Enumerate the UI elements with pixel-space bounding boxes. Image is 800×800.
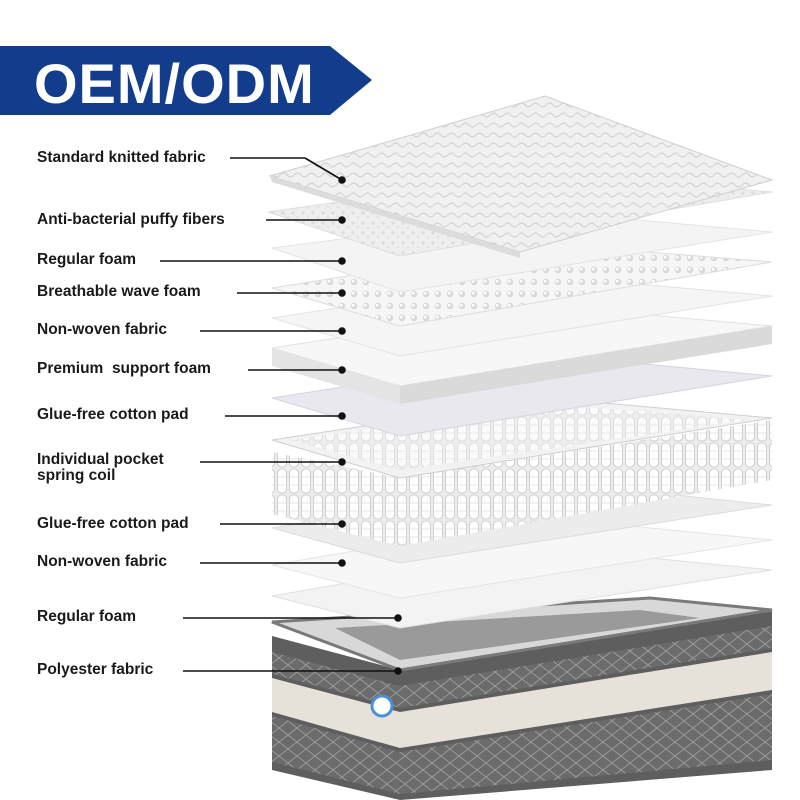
label-polyester-fabric: Polyester fabric — [37, 661, 154, 678]
label-glue-free-cotton-pad-bottom: Glue-free cotton pad — [37, 515, 189, 532]
leader-dot-polyester-fabric — [394, 667, 402, 675]
leader-dot-non-woven-bottom — [338, 559, 346, 567]
leader-dot-wave-foam — [338, 289, 346, 297]
label-regular-foam-bottom: Regular foam — [37, 608, 137, 625]
leader-dot-puffy-fibers — [338, 216, 346, 224]
banner-background — [0, 46, 372, 115]
label-standard-knitted-fabric: Standard knitted fabric — [37, 149, 206, 166]
layer-premium-support-foam — [271, 305, 773, 404]
leader-dot-regular-foam-bottom — [394, 614, 402, 622]
leader-dot-cotton-pad-top — [338, 412, 346, 420]
leader-line-knitted-fabric-diag — [304, 157, 343, 181]
label-glue-free-cotton-pad-top: Glue-free cotton pad — [37, 406, 189, 423]
mattress-base — [271, 596, 773, 800]
leader-dot-knitted-fabric — [338, 176, 346, 184]
layer-pocket-spring-coil — [271, 397, 773, 546]
leader-dot-support-foam — [338, 366, 346, 374]
label-spring-coil-line-2: spring coil — [37, 467, 116, 484]
leader-dot-spring-coil — [338, 458, 346, 466]
leader-dot-non-woven-top — [338, 327, 346, 335]
oem-odm-banner — [0, 46, 372, 115]
layer-standard-knitted-fabric — [268, 95, 774, 258]
label-non-woven-fabric-top: Non-woven fabric — [37, 321, 168, 338]
label-regular-foam-top: Regular foam — [37, 251, 137, 268]
label-anti-bacterial-puffy-fibers: Anti-bacterial puffy fibers — [37, 211, 225, 228]
label-breathable-wave-foam: Breathable wave foam — [37, 283, 201, 300]
banner-title: OEM/ODM — [34, 52, 315, 115]
label-premium-support-foam: Premium support foam — [37, 360, 211, 377]
label-non-woven-fabric-bottom: Non-woven fabric — [37, 553, 168, 570]
label-spring-coil-line-1: Individual pocket — [37, 451, 164, 468]
leader-dot-regular-foam-top — [338, 257, 346, 265]
label-individual-pocket-spring-coil: Individual pocket spring coil — [37, 452, 164, 484]
leader-dot-cotton-pad-bottom — [338, 520, 346, 528]
